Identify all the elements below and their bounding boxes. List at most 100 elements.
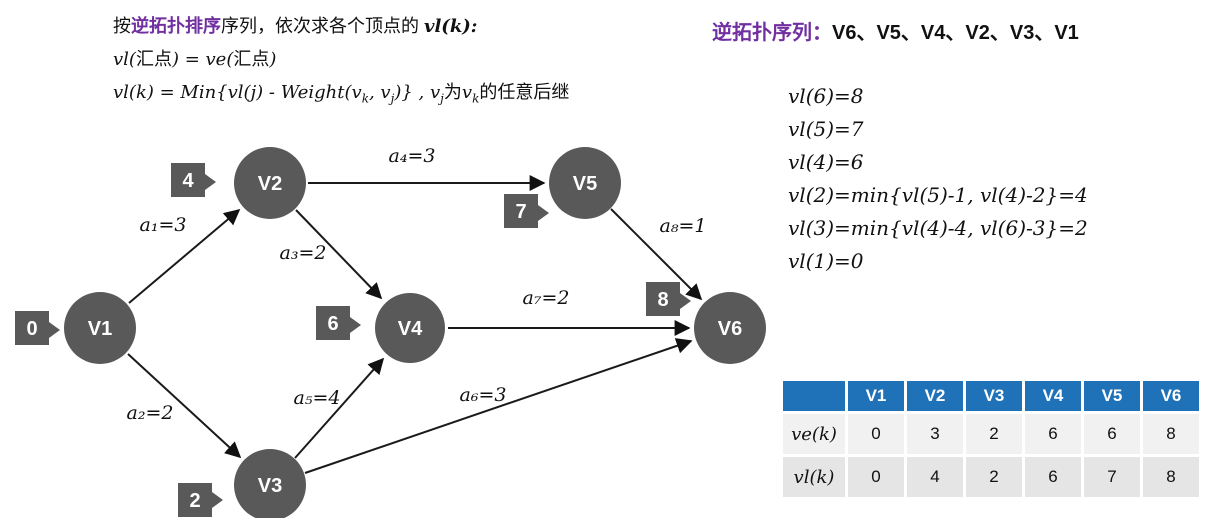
formula-subscript: j [440,91,444,106]
aoe-graph-svg: a₁=3 a₂=2 a₃=2 a₄=3 a₅=4 a₆=3 a₇=2 a₈=1 … [15,145,766,521]
badge-v6-value: 8 [657,289,668,311]
badge-v2: 4 [171,163,216,197]
node-v1-label: V1 [88,318,112,340]
badge-v1-value: 0 [26,318,37,340]
badge-v1-pointer [49,322,60,338]
formula-seg: vl(k) = Min{vl(j) - Weight(v [113,82,362,103]
edge-label-a6: a₆=3 [460,384,507,406]
badge-v6: 8 [646,282,691,316]
node-v3-label: V3 [258,475,282,497]
node-v5: V5 [549,147,621,219]
node-v1: V1 [64,292,136,364]
vl-step-1: vl(1)=0 [788,249,864,273]
table-header-row: V1 V2 V3 V4 V5 V6 [783,381,1199,411]
formula-subscript: j [390,91,395,106]
badge-v5: 7 [504,194,549,228]
node-v5-label: V5 [573,173,597,195]
formula-subscript: k [361,91,369,106]
reverse-topo-sequence-title: 逆拓扑序列：V6、V5、V4、V2、V3、V1 [712,16,1079,45]
edge-v3-v4 [294,357,385,459]
edge-label-a5: a₅=4 [294,387,341,409]
vl-cell-v2: 4 [907,457,963,497]
formula-seg: vl( [113,49,136,70]
node-v6: V6 [694,292,766,364]
badge-v3-value: 2 [189,490,200,512]
vl-cell-v3: 2 [966,457,1022,497]
ve-cell-v4: 6 [1025,414,1081,454]
reverse-topo-sequence-values: V6、V5、V4、V2、V3、V1 [832,22,1079,44]
badge-v1: 0 [15,311,60,345]
badge-v1-box [15,311,49,345]
node-v6-circle [694,292,766,364]
vl-cell-v6: 8 [1143,457,1199,497]
badge-v4-pointer [350,317,361,333]
vl-step-2: vl(2)=min{vl(5)-1, vl(4)-2}=4 [788,183,1088,207]
vl-step-3: vl(3)=min{vl(4)-4, vl(6)-3}=2 [788,216,1088,240]
node-v4-label: V4 [398,318,423,340]
intro-line-1: 按逆拓扑排序序列，依次求各个顶点的 vl(k): [113,10,569,43]
badge-v4: 6 [316,306,361,340]
vl-cell-v5: 7 [1084,457,1140,497]
badge-v3-box [178,483,212,517]
node-v1-circle [64,292,136,364]
badge-v5-box [504,194,538,228]
formula-seg: , v [368,82,391,103]
edge-label-a4: a₄=3 [389,145,436,167]
formula-cjk: 的任意后继 [479,82,570,102]
formula-cjk: 汇点 [233,49,270,69]
edge-label-a2: a₂=2 [127,402,174,424]
badge-v2-box [171,163,205,197]
vl-cell-v1: 0 [848,457,904,497]
edge-v2-v4 [295,209,383,300]
table-corner-cell [783,381,845,411]
badge-v3: 2 [178,483,223,517]
intro-mid: 序列，依次求各个顶点的 [221,16,424,36]
table-header-v2: V2 [907,381,963,411]
formula-seg: v [461,82,473,103]
vl-cell-v4: 6 [1025,457,1081,497]
node-v2-circle [234,147,306,219]
aoe-graph: a₁=3 a₂=2 a₃=2 a₄=3 a₅=4 a₆=3 a₇=2 a₈=1 … [0,128,780,521]
vl-step-6: vl(6)=8 [788,84,864,108]
edge-label-a3: a₃=2 [280,242,327,264]
node-v2-label: V2 [258,173,282,195]
edge-v3-v6 [304,338,693,474]
reverse-topo-sequence-label: 逆拓扑序列： [712,22,832,44]
formula-cjk: 为 [443,82,462,102]
table-row-vl: vl(k) 0 4 2 6 7 8 [783,457,1199,497]
edge-label-a7: a₇=2 [523,287,570,309]
badge-v6-pointer [680,293,691,309]
table-header-v6: V6 [1143,381,1199,411]
ve-cell-v3: 2 [966,414,1022,454]
node-v6-label: V6 [718,318,742,340]
table-header-v5: V5 [1084,381,1140,411]
reverse-topo-order-highlight: 逆拓扑排序 [131,16,221,36]
node-v2: V2 [234,147,306,219]
algorithm-description: 按逆拓扑排序序列，依次求各个顶点的 vl(k): vl(汇点) = ve(汇点)… [113,10,569,116]
node-v4: V4 [375,293,445,363]
node-v3: V3 [234,449,306,521]
vl-computation-steps: vl(6)=8 vl(5)=7 vl(4)=6 vl(2)=min{vl(5)-… [788,80,1088,278]
vl-sink-formula: vl(汇点) = ve(汇点) [113,43,569,76]
badge-v5-value: 7 [515,201,526,223]
table-row-ve: ve(k) 0 3 2 6 6 8 [783,414,1199,454]
row-label-vl: vl(k) [783,457,845,497]
node-v4-circle [375,293,445,363]
badge-v3-pointer [212,492,223,508]
formula-subscript: k [472,91,480,106]
ve-cell-v5: 6 [1084,414,1140,454]
edge-v5-v6 [610,208,703,301]
edge-label-a8: a₈=1 [660,215,707,237]
ve-vl-table: V1 V2 V3 V4 V5 V6 ve(k) 0 3 2 6 6 8 vl(k… [780,378,1202,500]
vl-recurrence-formula: vl(k) = Min{vl(j) - Weight(vk, vj)} , vj… [113,76,569,116]
badge-v6-box [646,282,680,316]
badge-v5-pointer [538,205,549,221]
badge-v2-pointer [205,174,216,190]
badge-v4-box [316,306,350,340]
formula-cjk: 汇点 [135,49,172,69]
badge-v2-value: 4 [182,170,194,192]
table-header-v3: V3 [966,381,1022,411]
formula-seg: )} , v [394,82,441,103]
edge-v1-v3 [127,353,242,459]
ve-cell-v2: 3 [907,414,963,454]
